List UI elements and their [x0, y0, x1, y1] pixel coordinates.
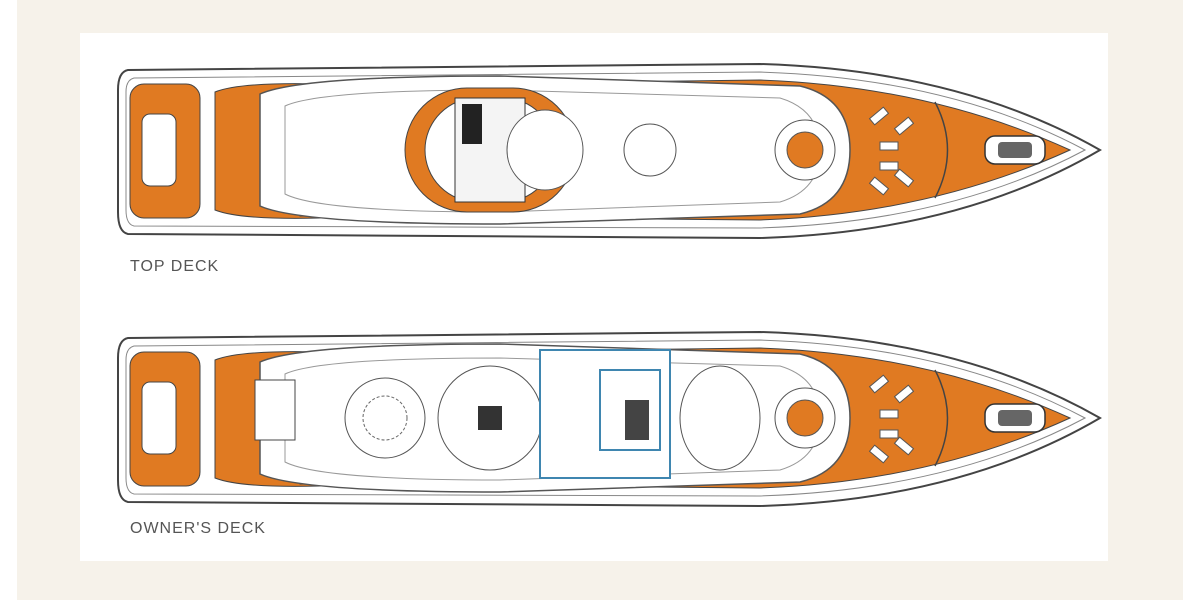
owners-deck-label: OWNER'S DECK — [130, 520, 266, 537]
dining-table — [344, 377, 426, 459]
top-deck-plan — [117, 63, 1101, 239]
owners-deck-plan — [117, 331, 1101, 507]
top-deck-label: TOP DECK — [130, 258, 220, 275]
